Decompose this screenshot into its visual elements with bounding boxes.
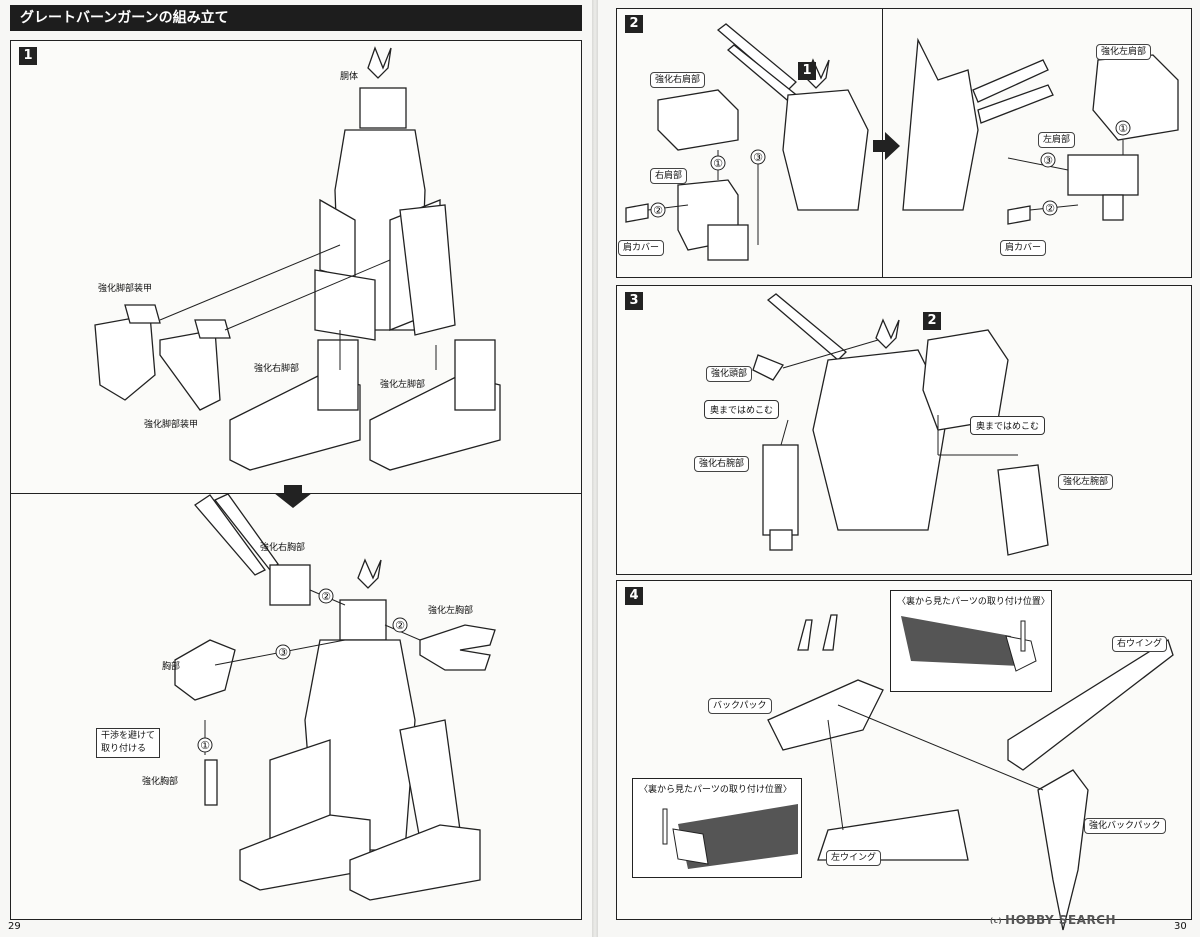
step2-ref-badge: 1 bbox=[798, 62, 816, 80]
label-right-arm: 強化右腕部 bbox=[694, 456, 750, 472]
callout-3: ③ bbox=[278, 646, 288, 659]
label-torso: 胴体 bbox=[340, 72, 359, 82]
note-avoid-interference: 干渉を避けて 取り付ける bbox=[96, 728, 161, 758]
callout-1: ① bbox=[200, 739, 210, 752]
watermark-prefix: (c) bbox=[990, 916, 1003, 925]
svg-text:③: ③ bbox=[753, 151, 763, 164]
label-left-leg: 強化左脚部 bbox=[380, 380, 426, 390]
label-reinforced-chest: 強化胸部 bbox=[142, 777, 179, 787]
page-number-left: 29 bbox=[8, 921, 21, 932]
step4-number: 4 bbox=[625, 587, 643, 605]
callout-2a: ② bbox=[321, 590, 331, 603]
torso-illustration: ② ② ③ ① bbox=[94, 46, 501, 901]
label-left-wing: 左ウイング bbox=[826, 850, 882, 866]
label-right-wing: 右ウイング bbox=[1112, 636, 1168, 652]
svg-text:①: ① bbox=[1118, 122, 1128, 135]
label-left-arm: 強化左腕部 bbox=[1058, 474, 1114, 490]
label-left-shoulder: 左肩部 bbox=[1038, 132, 1076, 148]
book-spine bbox=[592, 0, 598, 937]
page-title: グレートバーンガーンの組み立て bbox=[10, 5, 582, 31]
label-left-shoulder-reinforced: 強化左肩部 bbox=[1096, 44, 1152, 60]
right-illustrations: ① ② ③ ① ② ③ bbox=[625, 23, 1179, 931]
callout-top-title: 〈裏から見たパーツの取り付け位置〉 bbox=[897, 597, 1050, 607]
watermark-logo: (c)HOBBY SEARCH bbox=[990, 913, 1116, 927]
callout-bottom-title: 〈裏から見たパーツの取り付け位置〉 bbox=[639, 785, 792, 795]
callout-bottom: 〈裏から見たパーツの取り付け位置〉 bbox=[632, 778, 802, 878]
label-armor-top: 強化脚部装甲 bbox=[98, 284, 153, 294]
left-page: グレートバーンガーンの組み立て 1 bbox=[0, 0, 592, 937]
svg-text:③: ③ bbox=[1043, 154, 1053, 167]
label-reinforced-backpack: 強化バックパック bbox=[1084, 818, 1166, 834]
right-page: 2 3 4 bbox=[598, 0, 1200, 937]
step3-ref-badge: 2 bbox=[923, 312, 941, 330]
svg-text:②: ② bbox=[1045, 202, 1055, 215]
watermark-text: HOBBY SEARCH bbox=[1005, 913, 1117, 927]
page-number-right: 30 bbox=[1174, 921, 1187, 932]
callout-top-diagram bbox=[901, 616, 1037, 672]
note-push-left: 奥まではめこむ bbox=[704, 400, 780, 419]
label-right-leg: 強化右脚部 bbox=[254, 364, 300, 374]
label-armor-bottom: 強化脚部装甲 bbox=[144, 420, 199, 430]
svg-text:①: ① bbox=[713, 157, 723, 170]
label-left-chest: 強化左胸部 bbox=[428, 606, 474, 616]
label-right-shoulder-reinforced: 強化右肩部 bbox=[650, 72, 706, 88]
step-number: 1 bbox=[19, 47, 37, 65]
label-shoulder-cover-r: 肩カバー bbox=[618, 240, 665, 256]
label-backpack: バックパック bbox=[708, 698, 772, 714]
label-right-shoulder: 右肩部 bbox=[650, 168, 688, 184]
label-right-chest: 強化右胸部 bbox=[260, 543, 306, 553]
note-push-right: 奥まではめこむ bbox=[970, 416, 1046, 435]
step2-number: 2 bbox=[625, 15, 643, 33]
callout-2b: ② bbox=[395, 619, 405, 632]
step3-number: 3 bbox=[625, 292, 643, 310]
label-shoulder-cover-l: 肩カバー bbox=[1000, 240, 1047, 256]
callout-top: 〈裏から見たパーツの取り付け位置〉 bbox=[890, 590, 1052, 692]
callout-bottom-diagram bbox=[662, 804, 798, 869]
label-chest: 胸部 bbox=[162, 662, 181, 672]
label-head: 強化頭部 bbox=[706, 366, 753, 382]
svg-text:②: ② bbox=[653, 204, 663, 217]
